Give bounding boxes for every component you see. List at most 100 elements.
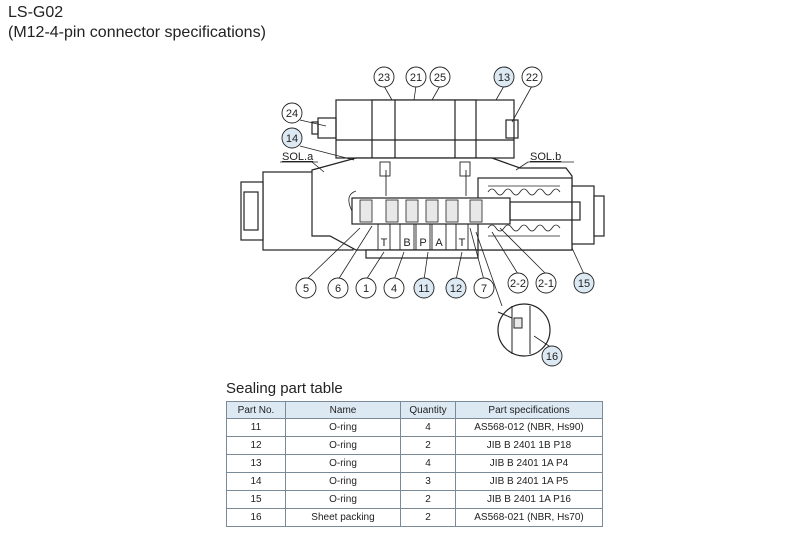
callout-2-2: 2-2: [507, 272, 529, 294]
cell-name: O-ring: [285, 436, 401, 455]
cell-part-no: 16: [226, 508, 286, 527]
callout-label: 6: [335, 283, 341, 295]
cell-quantity: 4: [400, 418, 456, 437]
callout-label: 24: [286, 108, 298, 120]
port-t-right: T: [459, 237, 466, 249]
callout-circle: [493, 66, 515, 88]
callout-15: 15: [573, 272, 595, 294]
callout-22: 22: [521, 66, 543, 88]
callout-2-1: 2-1: [535, 272, 557, 294]
callout-label: 4: [391, 283, 397, 295]
sealing-table-title: Sealing part table: [226, 380, 343, 397]
column-header-part-no: Part No.: [226, 401, 286, 419]
callout-circle: [473, 277, 495, 299]
callout-circle: [281, 102, 303, 124]
callout-circle: [429, 66, 451, 88]
column-header-name: Name: [285, 401, 401, 419]
sol-a-label: SOL.a: [282, 151, 314, 163]
cell-part-specifications: AS568-021 (NBR, Hs70): [455, 508, 603, 527]
cell-part-specifications: JIB B 2401 1B P18: [455, 436, 603, 455]
callout-circle: [327, 277, 349, 299]
cell-part-no: 11: [226, 418, 286, 437]
callout-label: 15: [578, 278, 590, 290]
callout-24: 24: [281, 102, 303, 124]
callout-circle: [355, 277, 377, 299]
port-t-left: T: [381, 237, 388, 249]
callout-23: 23: [373, 66, 395, 88]
callout-circle: [373, 66, 395, 88]
valve-body-drawing: [240, 99, 605, 357]
port-p: P: [419, 237, 426, 249]
model-subtitle: (M12-4-pin connector specifications): [8, 24, 266, 41]
cell-part-no: 12: [226, 436, 286, 455]
callout-circle: [573, 272, 595, 294]
port-b: B: [403, 237, 410, 249]
cell-part-specifications: JIB B 2401 1A P5: [455, 472, 603, 491]
model-title: LS-G02: [8, 4, 64, 21]
callout-13: 13: [493, 66, 515, 88]
callout-circle: [383, 277, 405, 299]
callout-label: 21: [410, 72, 422, 84]
callout-circle: [535, 272, 557, 294]
callout-11: 11: [413, 277, 435, 299]
callout-circle: [507, 272, 529, 294]
port-a: A: [435, 237, 443, 249]
cell-part-specifications: JIB B 2401 1A P16: [455, 490, 603, 509]
cell-part-no: 14: [226, 472, 286, 491]
cell-quantity: 2: [400, 490, 456, 509]
callout-14: 14: [281, 127, 303, 149]
callout-21: 21: [405, 66, 427, 88]
callout-4: 4: [383, 277, 405, 299]
cell-part-specifications: AS568-012 (NBR, Hs90): [455, 418, 603, 437]
cell-quantity: 2: [400, 508, 456, 527]
cell-quantity: 3: [400, 472, 456, 491]
callout-label: 11: [418, 283, 429, 295]
callout-label: 1: [363, 283, 369, 295]
callout-label: 2-1: [538, 278, 554, 290]
callout-label: 13: [498, 72, 510, 84]
callout-label: 22: [526, 72, 538, 84]
callout-1: 1: [355, 277, 377, 299]
cell-quantity: 2: [400, 436, 456, 455]
callout-12: 12: [445, 277, 467, 299]
cell-name: Sheet packing: [285, 508, 401, 527]
callout-label: 2-2: [510, 278, 526, 290]
callout-circle: [295, 277, 317, 299]
cell-quantity: 4: [400, 454, 456, 473]
callout-label: 7: [481, 283, 487, 295]
callout-label: 5: [303, 283, 309, 295]
callout-5: 5: [295, 277, 317, 299]
cell-name: O-ring: [285, 418, 401, 437]
column-header-part-specifications: Part specifications: [455, 401, 603, 419]
callout-circle: [281, 127, 303, 149]
callout-16: 16: [541, 345, 563, 367]
callout-label: 25: [434, 72, 446, 84]
port-labels: T B P A T: [381, 237, 466, 249]
callout-circle: [405, 66, 427, 88]
leader-lines: [280, 85, 585, 349]
callout-label: 12: [450, 283, 462, 295]
sealing-part-table: Part No. Name Quantity Part specificatio…: [226, 401, 603, 527]
cell-name: O-ring: [285, 472, 401, 491]
callout-25: 25: [429, 66, 451, 88]
callout-label: 16: [546, 351, 558, 363]
cell-name: O-ring: [285, 454, 401, 473]
callout-circle: [521, 66, 543, 88]
column-header-quantity: Quantity: [400, 401, 456, 419]
callout-7: 7: [473, 277, 495, 299]
callout-circle: [413, 277, 435, 299]
cell-name: O-ring: [285, 490, 401, 509]
table-header-row: Part No. Name Quantity Part specificatio…: [226, 401, 603, 419]
callout-label: 14: [286, 133, 298, 145]
callout-circle: [541, 345, 563, 367]
cell-part-no: 13: [226, 454, 286, 473]
callout-label: 23: [378, 72, 390, 84]
cell-part-no: 15: [226, 490, 286, 509]
